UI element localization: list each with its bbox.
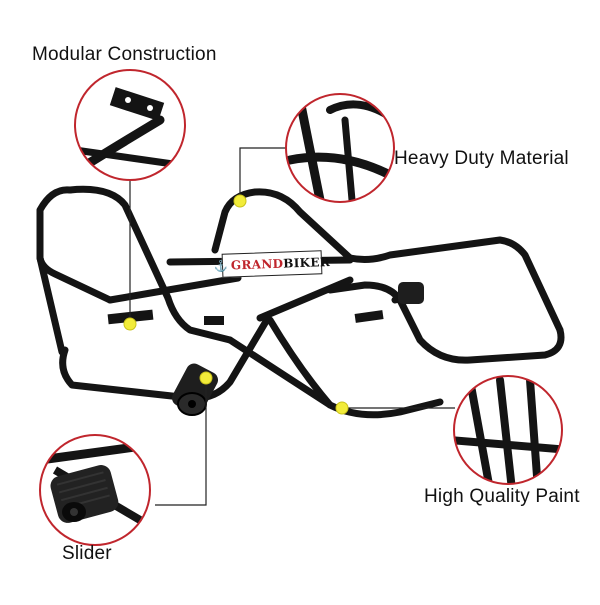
brand-suffix: BIKER xyxy=(283,254,331,271)
zoom-circle-heavy xyxy=(285,93,395,203)
brand-logo: ⚓ GRAND BIKER xyxy=(214,250,330,278)
brand-prefix: GRAND xyxy=(230,256,284,273)
zoom-circle-slider xyxy=(39,434,151,546)
zoom-circle-paint xyxy=(453,375,563,485)
brand-mark-icon: ⚓ xyxy=(213,259,229,273)
callout-modular-label: Modular Construction xyxy=(32,44,217,65)
callout-lines xyxy=(129,147,455,506)
zoom-circle-modular xyxy=(74,69,186,181)
callout-paint-label: High Quality Paint xyxy=(424,486,580,507)
frame-right-loop xyxy=(211,188,565,419)
frame-left-loop xyxy=(36,185,354,409)
feature-markers xyxy=(123,194,349,415)
mounting-brackets xyxy=(107,309,384,325)
callout-heavy-label: Heavy Duty Material xyxy=(394,148,569,169)
callout-slider-label: Slider xyxy=(62,543,112,564)
